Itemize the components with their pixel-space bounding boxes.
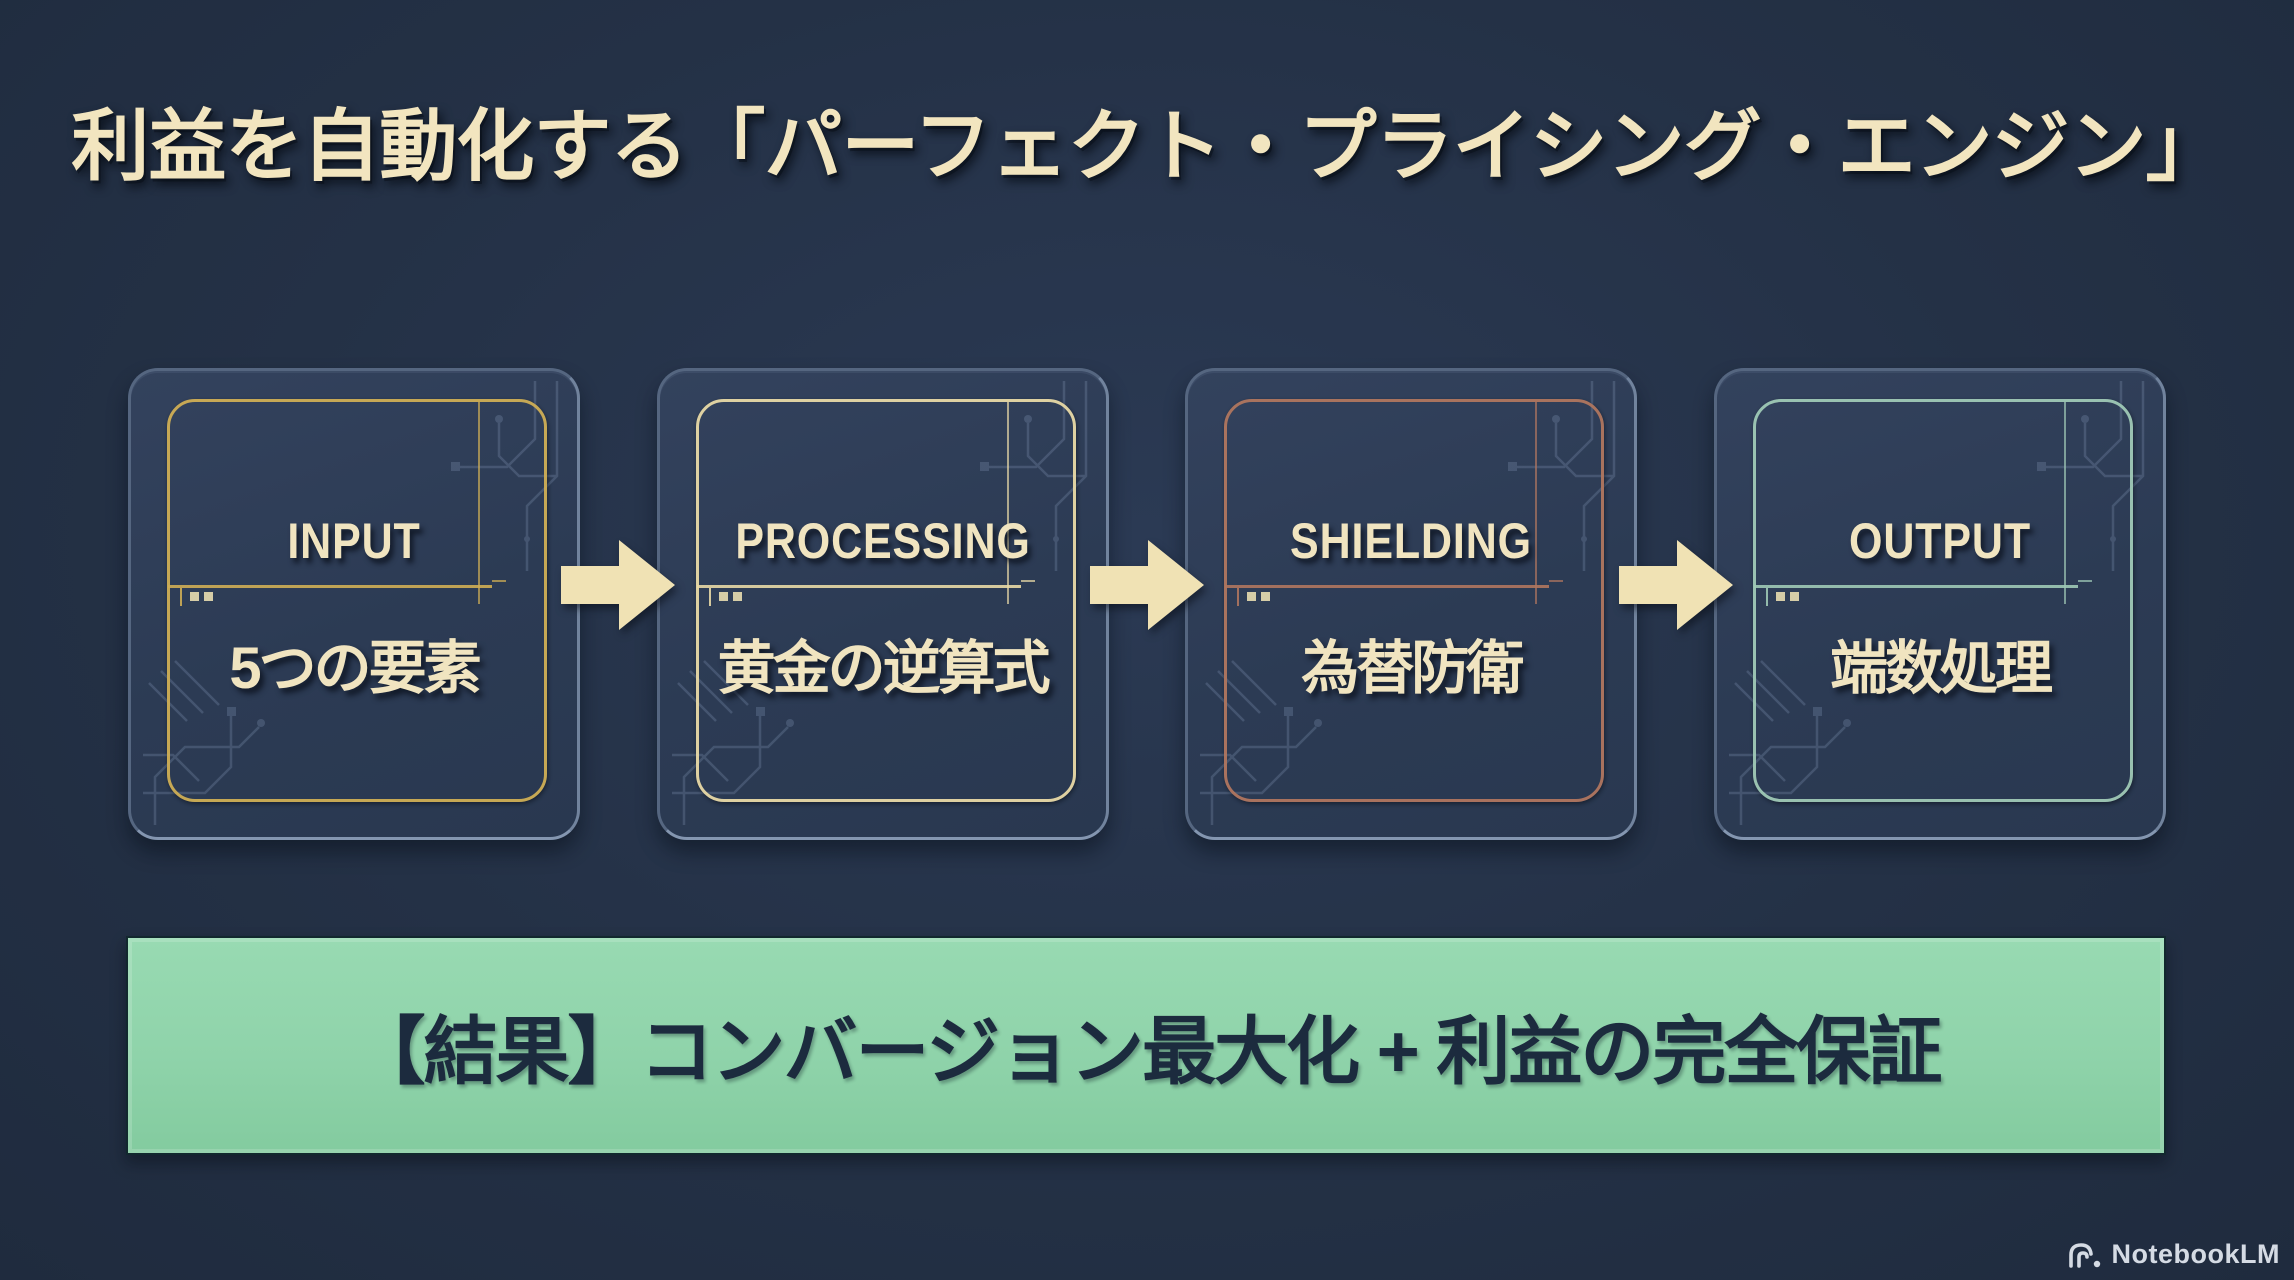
circuit-vline: [1006, 402, 1009, 604]
divider-square: [190, 592, 199, 601]
step-divider-line: [1753, 580, 2092, 606]
flow-arrow-icon: [1619, 540, 1733, 630]
step-divider-line: [168, 580, 506, 606]
divider-square: [1247, 592, 1257, 601]
divider-tick: [1765, 588, 1768, 606]
divider-tick: [492, 580, 506, 582]
step-sublabel: 端数処理: [1829, 636, 2053, 701]
step-sublabel: 為替防衛: [1301, 636, 1524, 701]
step-label: PROCESSING: [734, 513, 1031, 569]
result-text: 【結果】コンバージョン最大化 + 利益の完全保証: [351, 1010, 1943, 1093]
slide-title: 利益を自動化する「パーフェクト・プライシング・エンジン」: [71, 102, 2223, 190]
divider-tick: [1549, 580, 1564, 582]
divider-tick: [708, 588, 711, 606]
step-inner-frame: [695, 399, 1076, 802]
flow-arrow-icon: [561, 540, 675, 630]
step-inner-frame: [1752, 399, 2133, 802]
step-sublabel: 黄金の逆算式: [717, 636, 1051, 701]
divider-square: [718, 592, 728, 601]
circuit-vline: [1535, 402, 1538, 604]
notebooklm-watermark: NotebookLM: [2067, 1239, 2280, 1270]
step-label: INPUT: [287, 513, 421, 569]
circuit-vline: [478, 402, 480, 604]
divider-tick: [180, 588, 182, 606]
step-label: OUTPUT: [1848, 513, 2031, 569]
watermark-label: NotebookLM: [2111, 1239, 2280, 1269]
step-box-processing: PROCESSING 黄金の逆算式: [656, 368, 1109, 840]
step-divider-line: [1225, 580, 1564, 606]
divider-square: [1775, 592, 1785, 601]
step-divider-line: [696, 580, 1035, 606]
step-inner-frame: [1224, 399, 1605, 802]
notebooklm-logo-icon: [2068, 1242, 2100, 1268]
step-inner-frame: [167, 399, 547, 802]
step-box-output: OUTPUT 端数処理: [1713, 368, 2166, 840]
divider-square: [204, 592, 213, 601]
divider-tick: [1020, 580, 1035, 582]
divider-tick: [2077, 580, 2092, 582]
divider-square: [732, 592, 742, 601]
step-sublabel: 5つの要素: [229, 636, 481, 701]
step-label: SHIELDING: [1290, 513, 1533, 569]
step-box-input: INPUT 5つの要素: [128, 368, 580, 840]
flow-diagram: INPUT 5つの要素 PROCESSING 黄金の逆算式: [128, 368, 2166, 840]
result-banner: 【結果】コンバージョン最大化 + 利益の完全保証: [126, 936, 2166, 1155]
divider-square: [1789, 592, 1799, 601]
flow-arrow-icon: [1090, 540, 1204, 630]
divider-square: [1261, 592, 1271, 601]
step-box-shielding: SHIELDING 為替防衛: [1185, 368, 1638, 840]
divider-tick: [1237, 588, 1240, 606]
circuit-vline: [2063, 402, 2066, 604]
